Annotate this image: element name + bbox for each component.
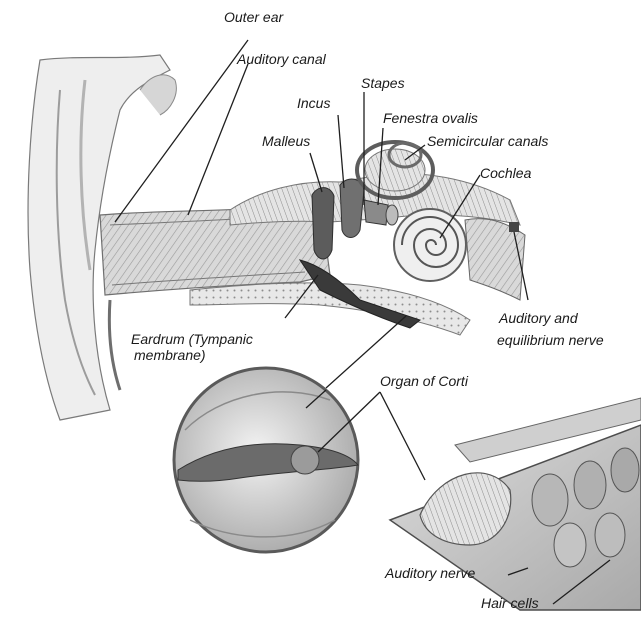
label-organ-of-corti: Organ of Corti	[380, 373, 469, 389]
label-eardrum-line1: Eardrum (Tympanic	[131, 331, 253, 347]
vestibulocochlear-nerve-illustration	[465, 219, 525, 300]
label-auditory-equilibrium-line1: Auditory and	[498, 310, 579, 326]
label-eardrum-line2: membrane)	[134, 347, 206, 363]
label-semicircular-canals: Semicircular canals	[427, 133, 548, 149]
semicircular-canals-illustration	[357, 142, 433, 198]
label-auditory-nerve: Auditory nerve	[384, 565, 475, 581]
cochlea-illustration	[394, 209, 466, 281]
cochlea-section-magnified	[174, 368, 358, 552]
label-incus: Incus	[297, 95, 330, 111]
label-hair-cells: Hair cells	[481, 595, 539, 611]
label-auditory-equilibrium-line2: equilibrium nerve	[497, 332, 604, 348]
leader-auditory-canal	[188, 64, 248, 215]
label-fenestra-ovalis: Fenestra ovalis	[383, 110, 478, 126]
label-stapes: Stapes	[361, 75, 405, 91]
label-cochlea: Cochlea	[480, 165, 532, 181]
label-outer-ear: Outer ear	[224, 9, 284, 25]
leader-organ-of-corti-2	[380, 392, 425, 480]
label-malleus: Malleus	[262, 133, 310, 149]
leader-incus	[338, 115, 344, 188]
label-auditory-canal: Auditory canal	[236, 51, 327, 67]
